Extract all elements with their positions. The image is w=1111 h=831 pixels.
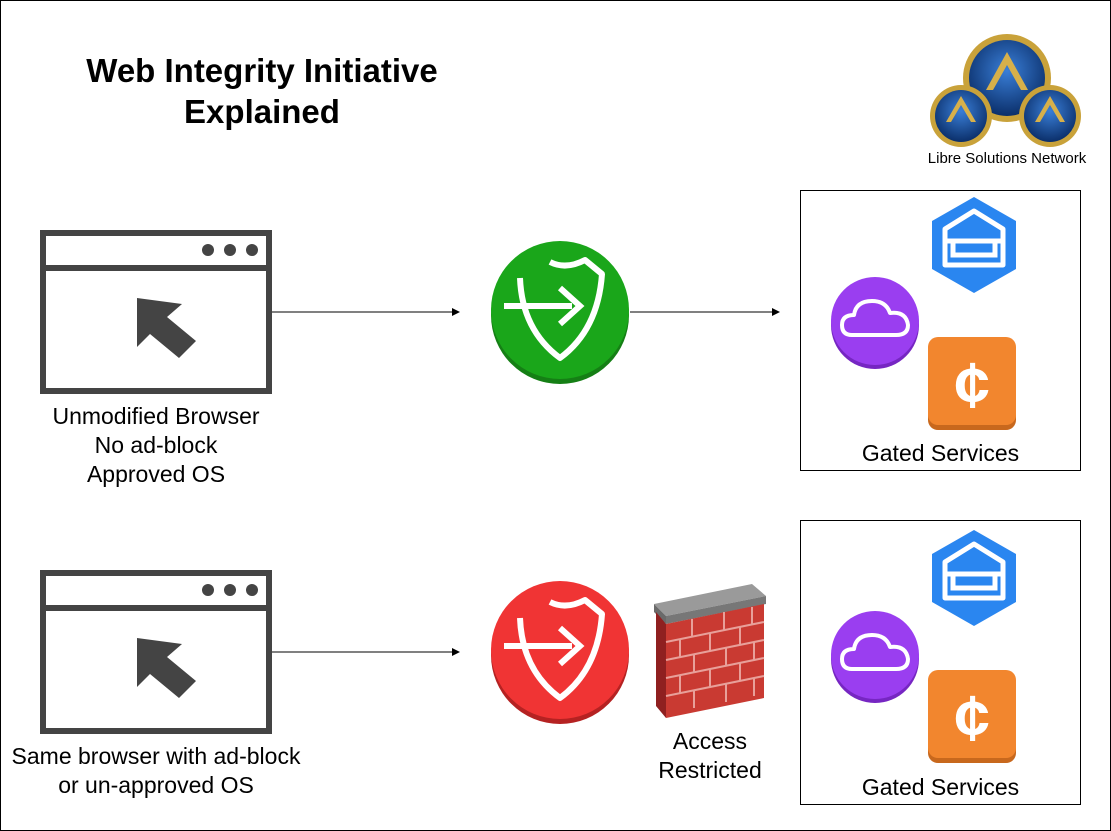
- shield-denied-icon: [491, 581, 629, 724]
- bottom-browser-line-1: Same browser with ad-block: [11, 743, 301, 769]
- browser-window-icon: [40, 570, 272, 734]
- currency-square-icon: ¢: [928, 670, 1016, 763]
- svg-text:¢: ¢: [954, 349, 990, 421]
- access-restricted-line-2: Restricted: [658, 757, 762, 783]
- top-browser-description: Unmodified Browser No ad-block Approved …: [20, 402, 292, 489]
- title-line-2: Explained: [184, 93, 340, 130]
- firewall-brick-wall-icon: [654, 584, 766, 718]
- gated-services-label-top: Gated Services: [861, 440, 1020, 466]
- mail-hexagon-icon: [932, 530, 1016, 626]
- top-browser-line-1: Unmodified Browser: [52, 403, 260, 429]
- diagram-title: Web Integrity Initiative Explained: [62, 50, 462, 132]
- arrow-browser-to-shield-bottom: [272, 648, 460, 656]
- svg-text:¢: ¢: [954, 682, 990, 754]
- access-restricted-label: Access Restricted: [630, 727, 790, 785]
- mail-hexagon-icon: [932, 197, 1016, 293]
- triple-triangle-logo-icon: [930, 34, 1081, 147]
- access-restricted-line-1: Access: [672, 728, 748, 754]
- bottom-browser-line-2: or un-approved OS: [58, 772, 254, 798]
- cloud-circle-icon: [831, 277, 919, 369]
- gated-services-label-bottom: Gated Services: [861, 774, 1020, 800]
- logo-label: Libre Solutions Network: [927, 150, 1087, 167]
- top-browser-line-2: No ad-block: [94, 432, 218, 458]
- gated-services-box-top: ¢ Gated Services: [800, 190, 1081, 471]
- currency-square-icon: ¢: [928, 337, 1016, 430]
- gated-services-box-bottom: ¢ Gated Services: [800, 520, 1081, 805]
- cloud-circle-icon: [831, 611, 919, 703]
- title-line-1: Web Integrity Initiative: [86, 52, 438, 89]
- shield-approved-icon: [491, 241, 629, 384]
- bottom-browser-description: Same browser with ad-block or un-approve…: [0, 742, 312, 800]
- browser-window-icon: [40, 230, 272, 394]
- top-browser-line-3: Approved OS: [86, 461, 226, 487]
- arrow-browser-to-shield-top: [272, 308, 460, 316]
- arrow-shield-to-services-top: [630, 308, 780, 316]
